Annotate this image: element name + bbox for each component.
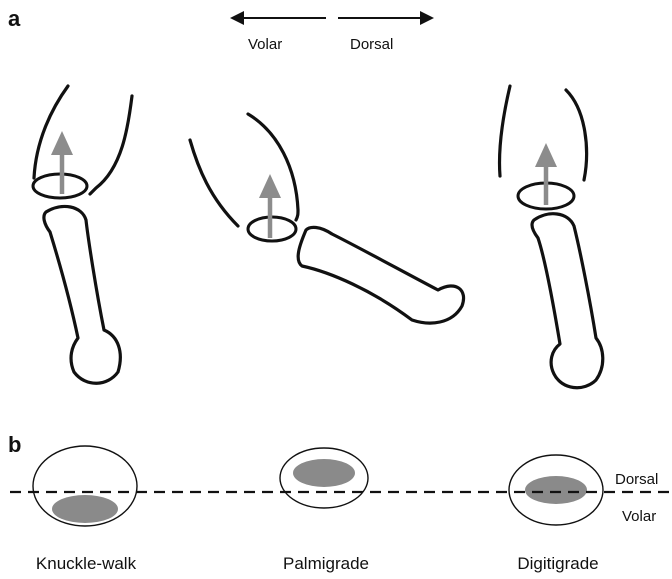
palmigrade-joint bbox=[190, 114, 464, 323]
volar-direction-label: Volar bbox=[248, 36, 282, 53]
phalanx-bone bbox=[532, 214, 603, 388]
panel-a-label: a bbox=[8, 6, 21, 31]
contact-diagrams: Dorsal Volar Knuckle-walk Palmigrade Dig… bbox=[10, 446, 670, 573]
volar-arrowhead-icon bbox=[230, 11, 244, 25]
dorsal-arrowhead-icon bbox=[420, 11, 434, 25]
caption-digitigrade: Digitigrade bbox=[517, 554, 598, 573]
palmigrade-contact-area bbox=[293, 459, 355, 487]
volar-line-label: Volar bbox=[622, 508, 656, 525]
direction-indicator: Volar Dorsal bbox=[230, 11, 434, 53]
knuckle-walk-joint bbox=[33, 86, 132, 383]
panel-b-label: b bbox=[8, 432, 21, 457]
phalanx-bone bbox=[44, 206, 120, 383]
digitigrade-joint bbox=[499, 86, 602, 388]
caption-knuckle-walk: Knuckle-walk bbox=[36, 554, 137, 573]
phalanx-bone bbox=[298, 227, 463, 323]
dorsal-line-label: Dorsal bbox=[615, 471, 658, 488]
force-arrowhead-icon bbox=[535, 143, 557, 167]
digitigrade-contact-area bbox=[525, 476, 587, 504]
caption-palmigrade: Palmigrade bbox=[283, 554, 369, 573]
force-arrowhead-icon bbox=[259, 174, 281, 198]
proximal-bone-outline bbox=[190, 114, 298, 226]
knuckle-walk-contact-area bbox=[52, 495, 118, 523]
dorsal-direction-label: Dorsal bbox=[350, 36, 393, 53]
force-arrowhead-icon bbox=[51, 131, 73, 155]
